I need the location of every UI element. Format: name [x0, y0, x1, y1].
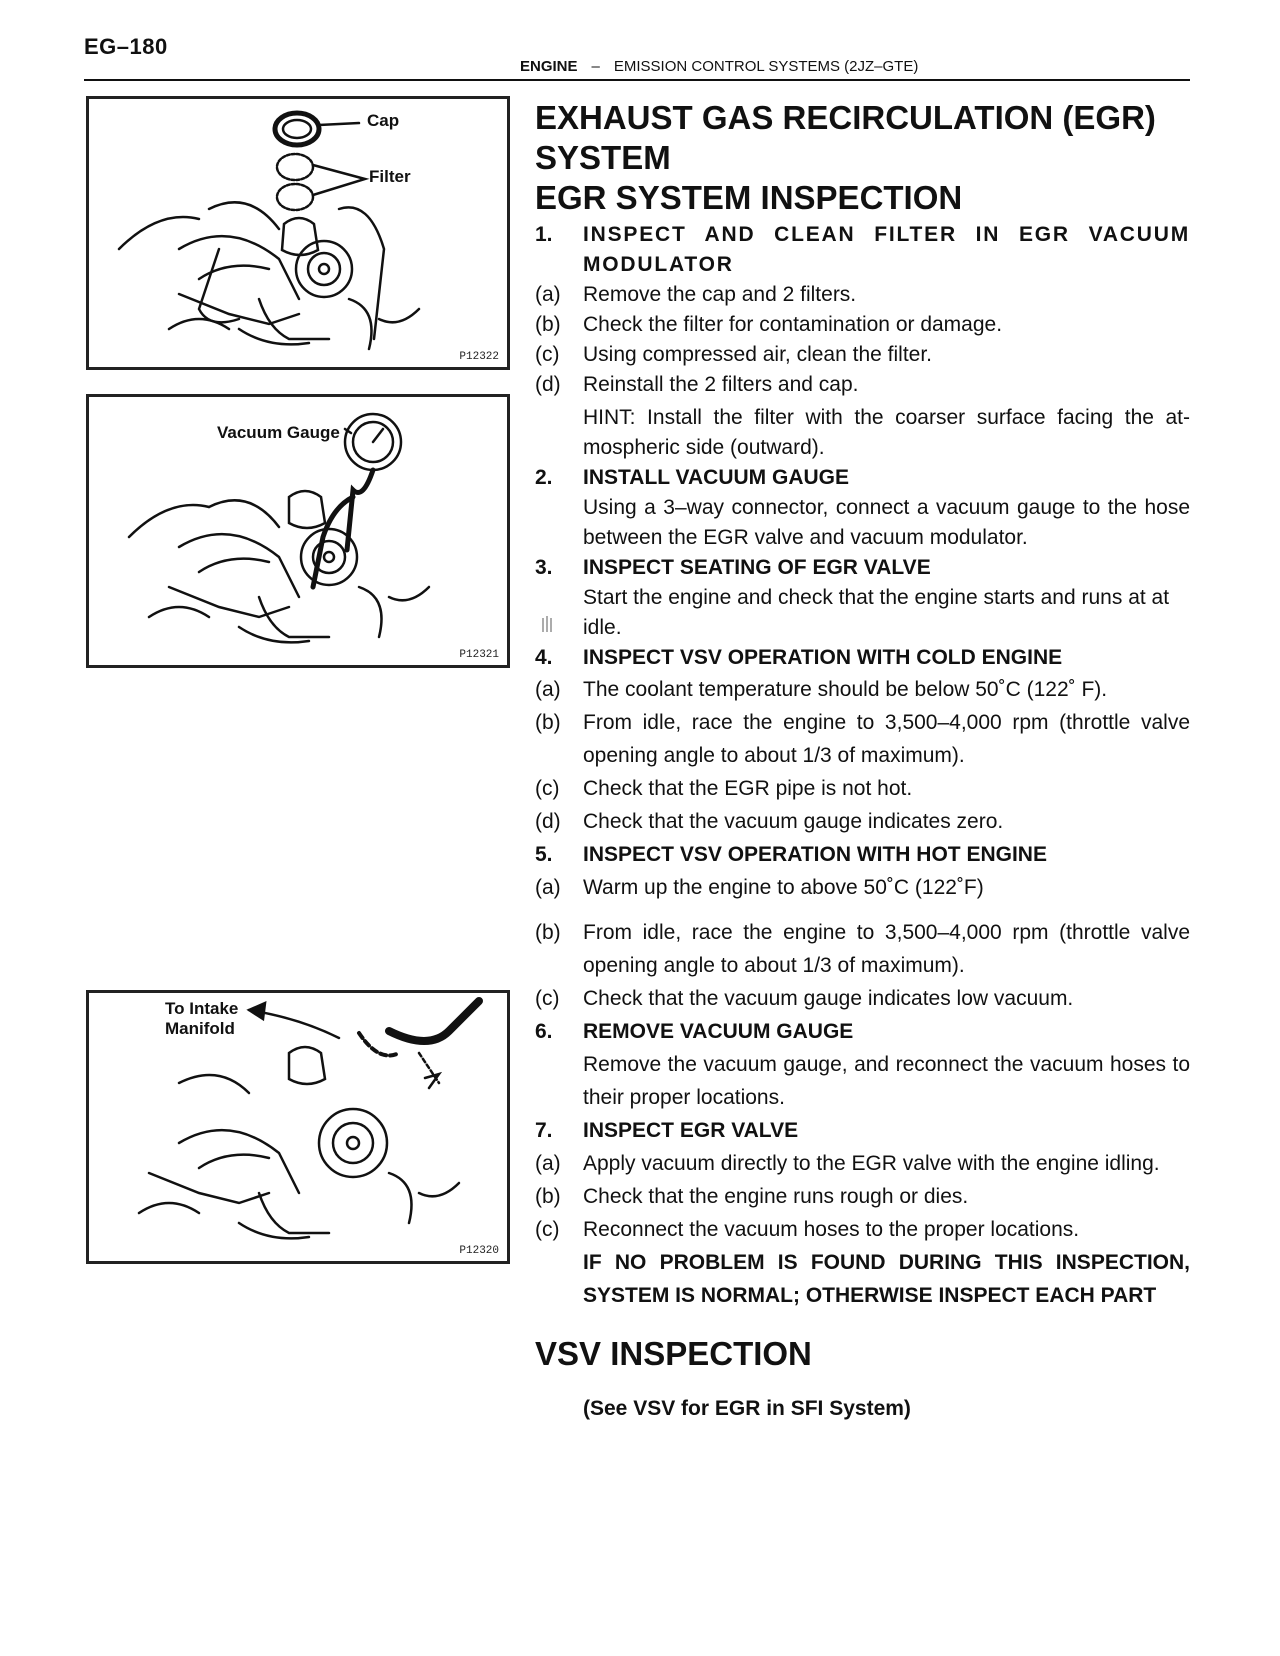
step-number: 3.	[535, 556, 553, 579]
substep-text: Warm up the engine to above 50˚C (122˚F)	[583, 876, 984, 899]
step-text: Using a 3–way connector, connect a vacuu…	[583, 496, 1190, 549]
figure-vacuum-gauge: Vacuum Gauge P12321	[86, 394, 510, 668]
substep: (d) Check that the vacuum gauge indicates…	[535, 805, 1190, 838]
step-title: INSPECT SEATING OF EGR VALVE	[583, 556, 931, 579]
step-title: INSPECT VSV OPERATION WITH COLD ENGINE	[583, 646, 1063, 669]
vacuum-gauge-label: Vacuum Gauge	[217, 423, 340, 442]
substep-label: (c)	[535, 987, 560, 1010]
substep-label: (a)	[535, 1152, 561, 1175]
step-4: 4. INSPECT VSV OPERATION WITH COLD ENGINE	[535, 643, 1190, 673]
substep-text: Check that the engine runs rough or dies…	[583, 1185, 969, 1208]
conclusion: IF NO PROBLEM IS FOUND DURING THIS INSPE…	[583, 1251, 1190, 1307]
substep-label: (a)	[535, 678, 561, 701]
substep: (b) From idle, race the engine to 3,500–4…	[535, 706, 1190, 772]
step-1: 1. INSPECT AND CLEAN FILTER IN EGR VACUU…	[535, 220, 1190, 280]
step-text: Start the engine and check that the engi…	[583, 586, 1170, 639]
scan-mark	[542, 616, 552, 632]
main-content: EXHAUST GAS RECIRCULATION (EGR) SYSTEM E…	[535, 98, 1190, 1424]
header-separator: –	[591, 58, 600, 75]
header-section: ENGINE	[520, 58, 578, 75]
hint: HINT: Install the filter with the coarse…	[583, 406, 1190, 459]
header-rule	[84, 79, 1190, 81]
substep-text: Remove the cap and 2 filters.	[583, 283, 857, 306]
step-text: Remove the vacuum gauge, and reconnect t…	[583, 1053, 1190, 1109]
manifold-label: Manifold	[165, 1019, 235, 1038]
substep: (b) Check that the engine runs rough or d…	[535, 1180, 1190, 1213]
filter-label: Filter	[369, 167, 411, 186]
vsv-inspection-title: VSV INSPECTION	[535, 1335, 812, 1372]
substep-text: From idle, race the engine to 3,500–4,00…	[583, 921, 1190, 977]
substep-label: (b)	[535, 313, 561, 336]
to-intake-label: To Intake	[165, 999, 239, 1018]
substep: (c) Using compressed air, clean the filte…	[535, 340, 1190, 370]
substep-label: (b)	[535, 1185, 561, 1208]
vsv-reference: (See VSV for EGR in SFI System)	[583, 1397, 911, 1420]
substep-text: Apply vacuum directly to the EGR valve w…	[583, 1152, 1160, 1175]
substep-text: Reconnect the vacuum hoses to the proper…	[583, 1218, 1080, 1241]
step-3: 3. INSPECT SEATING OF EGR VALVE	[535, 553, 1190, 583]
substep-label: (c)	[535, 343, 560, 366]
substep: (a) Remove the cap and 2 filters.	[535, 280, 1190, 310]
step-2: 2. INSTALL VACUUM GAUGE	[535, 463, 1190, 493]
figure-code: P12321	[459, 649, 499, 661]
cap-label: Cap	[367, 111, 400, 130]
substep-text: Check that the EGR pipe is not hot.	[583, 777, 913, 800]
substep-label: (b)	[535, 921, 561, 944]
title-egr: EXHAUST GAS RECIRCULATION (EGR)	[535, 99, 1156, 136]
substep-text: Using compressed air, clean the filter.	[583, 343, 933, 366]
running-header: ENGINE–EMISSION CONTROL SYSTEMS (2JZ–GTE…	[520, 58, 918, 75]
step-number: 6.	[535, 1020, 553, 1043]
substep-label: (d)	[535, 373, 561, 396]
step-title: INSTALL VACUUM GAUGE	[583, 466, 849, 489]
substep: (a) Warm up the engine to above 50˚C (122…	[535, 871, 1190, 904]
figure-code: P12322	[459, 351, 499, 363]
substep-text: Check that the vacuum gauge indicates lo…	[583, 987, 1074, 1010]
substep-label: (b)	[535, 711, 561, 734]
step-number: 7.	[535, 1119, 553, 1142]
figure-intake-manifold: To Intake Manifold P12320	[86, 990, 510, 1264]
substep-text: Reinstall the 2 filters and cap.	[583, 373, 859, 396]
substep-text: Check the filter for contamination or da…	[583, 313, 1003, 336]
step-title: INSPECT EGR VALVE	[583, 1119, 799, 1142]
title-system: SYSTEM	[535, 139, 671, 176]
substep-text: The coolant temperature should be below …	[583, 678, 1108, 701]
step-7: 7. INSPECT EGR VALVE	[535, 1114, 1190, 1147]
step-title: REMOVE VACUUM GAUGE	[583, 1020, 854, 1043]
step-number: 2.	[535, 466, 553, 489]
figure-code: P12320	[459, 1245, 499, 1257]
step-title: INSPECT VSV OPERATION WITH HOT ENGINE	[583, 843, 1047, 866]
substep: (a) Apply vacuum directly to the EGR valv…	[535, 1147, 1190, 1180]
substep: (b) Check the filter for contamination or…	[535, 310, 1190, 340]
step-number: 4.	[535, 646, 553, 669]
step-number: 5.	[535, 843, 553, 866]
step-6: 6. REMOVE VACUUM GAUGE	[535, 1015, 1190, 1048]
step-number: 1.	[535, 223, 553, 246]
title-egr-inspection: EGR SYSTEM INSPECTION	[535, 179, 963, 216]
substep: (a) The coolant temperature should be bel…	[535, 673, 1190, 706]
substep-label: (a)	[535, 283, 561, 306]
page-number: EG–180	[84, 34, 168, 59]
substep-label: (a)	[535, 876, 561, 899]
substep-label: (c)	[535, 777, 560, 800]
substep: (c) Check that the vacuum gauge indicates…	[535, 982, 1190, 1015]
substep-label: (c)	[535, 1218, 560, 1241]
cap-filter-illustration	[117, 110, 421, 351]
figure-cap-filter: Cap Filter P12322	[86, 96, 510, 370]
substep: (c) Check that the EGR pipe is not hot.	[535, 772, 1190, 805]
step-5: 5. INSPECT VSV OPERATION WITH HOT ENGINE	[535, 838, 1190, 871]
substep-label: (d)	[535, 810, 561, 833]
substep: (b) From idle, race the engine to 3,500–4…	[535, 916, 1190, 982]
substep: (c) Reconnect the vacuum hoses to the pro…	[535, 1213, 1190, 1246]
step-title: INSPECT AND CLEAN FILTER IN EGR VACUUM M…	[583, 223, 1190, 276]
intake-manifold-illustration	[137, 997, 483, 1240]
vacuum-gauge-illustration	[127, 412, 431, 644]
substep-text: From idle, race the engine to 3,500–4,00…	[583, 711, 1190, 767]
header-subsection: EMISSION CONTROL SYSTEMS (2JZ–GTE)	[613, 58, 919, 75]
substep-text: Check that the vacuum gauge indicates ze…	[583, 810, 1004, 833]
substep: (d) Reinstall the 2 filters and cap.	[535, 370, 1190, 400]
